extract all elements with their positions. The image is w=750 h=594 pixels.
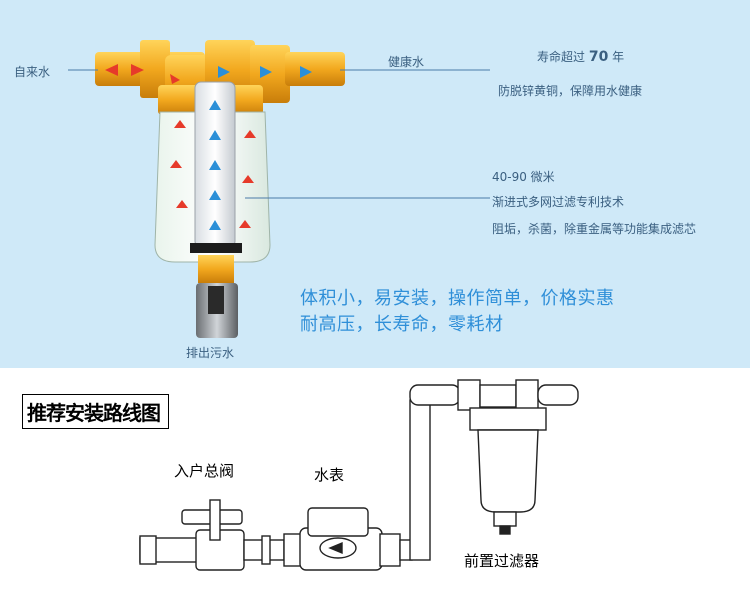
lifespan-text: 寿命超过 [537,50,586,64]
filter-tech: 渐进式多网过滤专利技术 [492,195,625,209]
drain-label: 排出污水 [186,346,235,360]
lifespan-line: 寿命超过 70 年 [537,48,624,65]
flow-arrows-in [105,64,256,228]
slogan-line-2: 耐高压，长寿命，零耗材 [300,314,504,335]
main-valve-label: 入户总阀 [174,462,235,480]
filter-functions: 阻垢，杀菌，除重金属等功能集成滤芯 [492,222,697,236]
flow-arrows-out [209,66,312,230]
install-title: 推荐安装路线图 [22,394,169,429]
install-route-diagram [139,379,579,571]
micron-spec: 40-90 微米 [492,170,555,184]
lifespan-number: 70 [588,49,609,65]
brass-feature: 防脱锌黄铜，保障用水健康 [498,84,643,98]
outlet-label: 健康水 [388,55,425,69]
lifespan-unit: 年 [612,50,625,64]
prefilter-label: 前置过滤器 [464,552,540,570]
slogan-line-1: 体积小，易安装，操作简单，价格实惠 [300,288,615,309]
water-meter-label: 水表 [314,466,345,484]
inlet-label: 自来水 [14,65,51,79]
